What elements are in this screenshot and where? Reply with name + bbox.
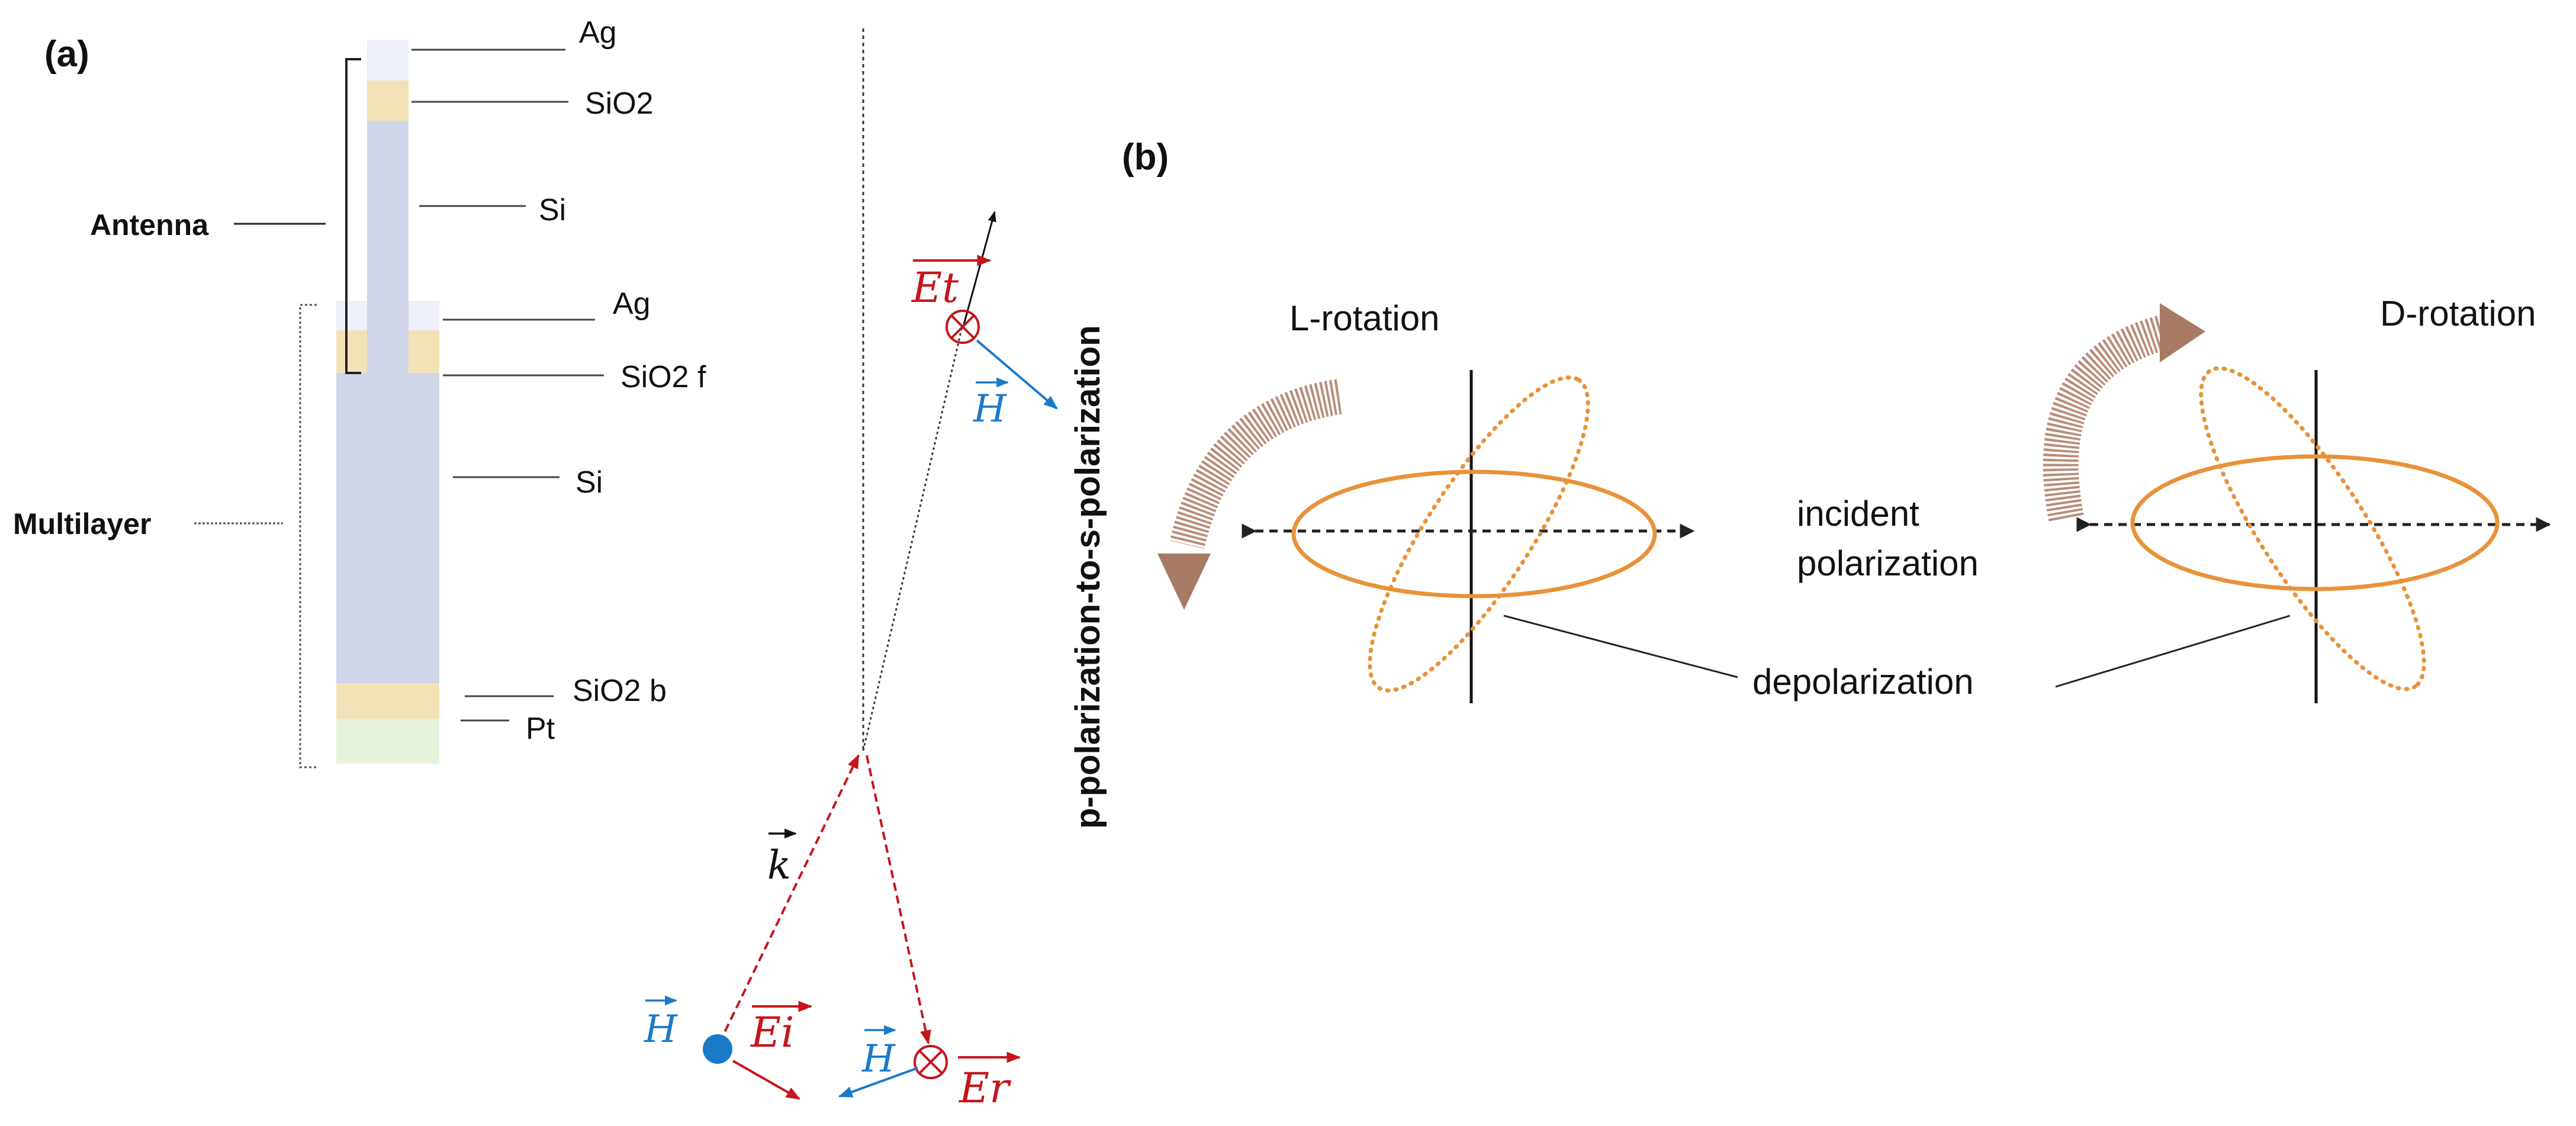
multilayer-pt-layer (336, 719, 439, 764)
caption-p: p (1069, 808, 1107, 829)
reflected-ray (866, 755, 931, 1045)
depolarization-label: depolarization (1752, 662, 1974, 702)
er-into-page-icon (914, 1045, 948, 1079)
caption-s-rest: -polarization (1069, 325, 1107, 529)
multilayer-label: Multilayer (13, 507, 151, 541)
h-incident-label: H (644, 1008, 678, 1051)
depolarization-leader-left (1503, 615, 1738, 678)
antenna-sio2-layer (367, 81, 409, 121)
incident-polarization-line2: polarization (1797, 543, 1979, 583)
antenna-ag-layer (367, 40, 409, 81)
multilayer-sio2f-layer-right (409, 330, 439, 373)
multilayer-bracket (299, 304, 317, 768)
d-rotation-arrow (2043, 303, 2205, 522)
ag-bottom-label: Ag (613, 287, 651, 321)
l-rotation-arrow (1157, 379, 1342, 610)
transmitted-ray (862, 326, 963, 751)
caption-s: s (1069, 529, 1107, 548)
sio2f-label: SiO2 f (620, 360, 706, 394)
sio2-top-label: SiO2 (585, 86, 654, 121)
h-reflected-label: H (861, 1037, 896, 1081)
polarization-conversion-caption: p-polarization-to-s-polarization (1069, 325, 1107, 829)
h-transmitted-arrow (976, 339, 1058, 410)
caption-p-rest: -polarization-to- (1069, 548, 1107, 807)
panel-b-label: (b) (1122, 137, 1169, 178)
antenna-si-layer (367, 121, 409, 373)
incident-ray (718, 754, 860, 1044)
et-direction-arrow (963, 211, 996, 325)
d-incident-ellipse (2130, 454, 2500, 591)
layer-stack (336, 40, 439, 764)
h-reflected-arrow (838, 1067, 918, 1098)
multilayer-ag-layer-right (409, 301, 439, 330)
l-rotated-ellipse (1368, 375, 1590, 693)
depolarization-leader-right (2055, 615, 2291, 688)
multilayer-si-layer (336, 373, 439, 683)
ei-arrow (732, 1060, 801, 1100)
si-top-label: Si (539, 193, 566, 227)
k-label: k (767, 842, 791, 888)
h-incident-out-of-page-icon (703, 1034, 732, 1064)
panel-a-label: (a) (44, 34, 89, 75)
incident-polarization-line1: incident (1797, 494, 1919, 533)
multilayer-ag-layer-left (336, 301, 367, 330)
multilayer-sio2f-layer-left (336, 330, 367, 373)
ag-top-label: Ag (579, 15, 617, 50)
d-rotation-label: D-rotation (2380, 294, 2536, 333)
l-incident-ellipse (1291, 469, 1657, 599)
antenna-label: Antenna (90, 208, 209, 242)
er-label: Er (958, 1064, 1011, 1112)
et-into-page-icon (946, 310, 980, 344)
si-bottom-label: Si (575, 465, 603, 500)
sio2b-label: SiO2 b (573, 674, 667, 708)
h-transmitted-label: H (973, 387, 1007, 431)
antenna-bracket (345, 58, 361, 374)
l-rotation-label: L-rotation (1289, 298, 1439, 338)
d-rotated-ellipse (2199, 366, 2426, 691)
et-label: Et (911, 263, 959, 312)
ei-label: Ei (750, 1008, 795, 1057)
pt-label: Pt (526, 712, 555, 746)
multilayer-sio2b-layer (336, 683, 439, 719)
